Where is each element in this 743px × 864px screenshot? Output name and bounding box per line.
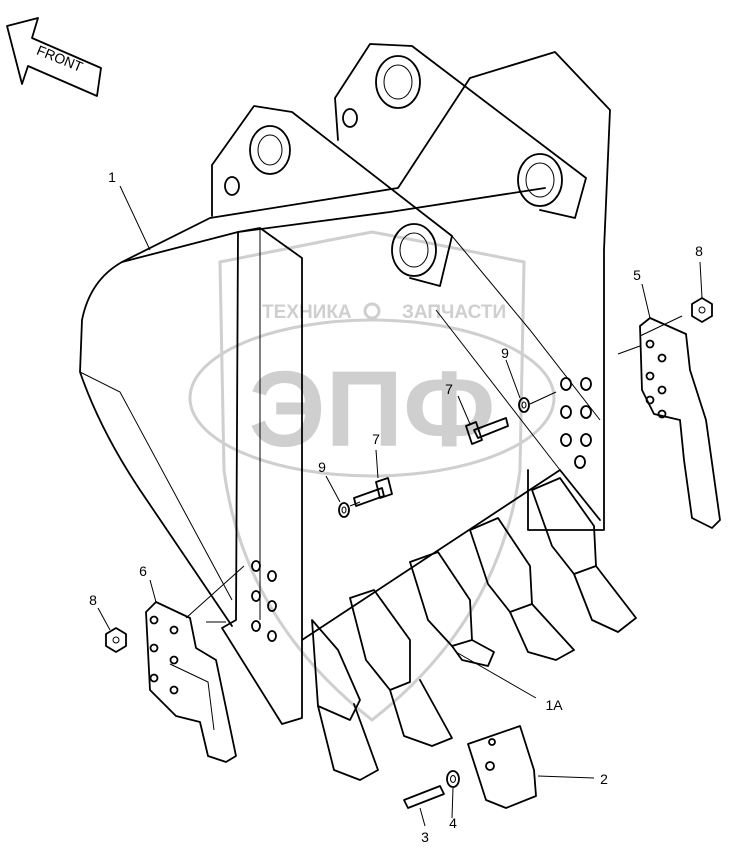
washer-part-4 [446, 770, 460, 788]
callout-9-upper: 9 [501, 345, 509, 361]
washer-part-9-upper [518, 397, 530, 413]
callout-6: 6 [139, 563, 147, 579]
callout-7-upper: 7 [445, 381, 453, 397]
front-label: FRONT [35, 42, 86, 75]
callout-5: 5 [633, 267, 641, 283]
tooth [469, 517, 575, 661]
bolt-part-7-upper [465, 417, 509, 445]
watermark-text-right: ЗАПЧАСТИ [402, 302, 506, 323]
washer-part-9-lower [338, 502, 350, 518]
nut-part-8-left [105, 627, 127, 653]
bucket-body [79, 43, 611, 725]
right-sideplate-holes [560, 377, 592, 469]
tooth [409, 551, 495, 667]
watermark-text-left: ТЕХНИКА [262, 302, 352, 323]
teeth-row [311, 477, 637, 781]
callout-4: 4 [449, 815, 457, 831]
side-cutter-part-5 [639, 317, 721, 529]
gear-icon [363, 302, 381, 320]
callout-3: 3 [421, 829, 429, 845]
tooth-part-2 [467, 725, 537, 809]
callout-2: 2 [600, 771, 608, 787]
callout-8-right: 8 [695, 243, 703, 259]
callout-1a: 1A [545, 697, 563, 713]
tooth [311, 619, 379, 781]
callout-8-left: 8 [89, 592, 97, 608]
tooth [531, 477, 637, 633]
leader-lines [97, 185, 703, 827]
callout-7-lower: 7 [372, 431, 380, 447]
watermark: ТЕХНИКА ЗАПЧАСТИ ЭПФ [188, 230, 556, 722]
watermark-monogram: ЭПФ [249, 348, 496, 469]
left-sideplate-holes [251, 560, 277, 642]
callouts: 1 1A 2 3 4 5 6 7 7 8 8 9 9 [89, 169, 703, 845]
callout-1: 1 [108, 169, 116, 185]
tooth [349, 589, 453, 747]
pin-part-3 [403, 785, 445, 809]
front-direction-arrow: FRONT [6, 17, 102, 97]
callout-9-lower: 9 [318, 459, 326, 475]
nut-part-8-right [691, 297, 713, 323]
side-cutter-part-6 [145, 601, 237, 763]
